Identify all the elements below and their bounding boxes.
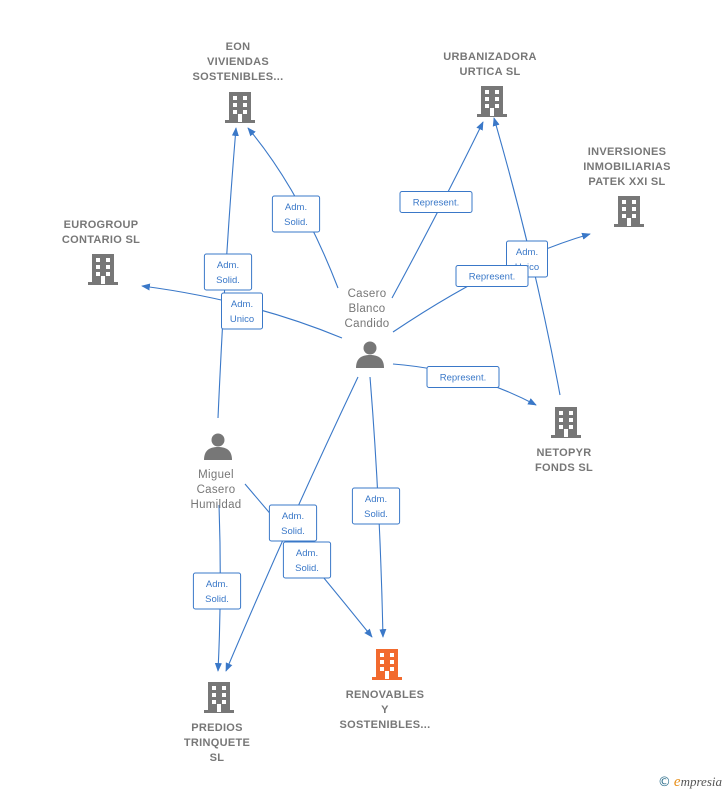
edge-label-box — [268, 504, 318, 542]
edge-label-text: Solid. — [281, 526, 305, 537]
node-label: URTICA SL — [460, 66, 521, 78]
node-netopyr[interactable]: NETOPYR FONDS SL — [535, 407, 593, 474]
node-label: INVERSIONES — [588, 146, 667, 158]
edge-label-text: Adm. — [231, 299, 253, 310]
edge-label-text: Adm. — [217, 260, 239, 271]
building-icon — [551, 407, 581, 438]
node-label: NETOPYR — [536, 447, 591, 459]
node-label: Candido — [345, 318, 390, 330]
node-label: PREDIOS — [191, 722, 243, 734]
edge-label: Adm. Solid. — [192, 572, 242, 610]
node-label: EON — [226, 41, 251, 53]
edge-label-text: Solid. — [216, 275, 240, 286]
edge-label-box — [271, 195, 321, 233]
edge-label-box — [203, 253, 253, 291]
edge-label-box — [221, 292, 263, 330]
edge-label-box — [192, 572, 242, 610]
node-inversiones[interactable]: INVERSIONES INMOBILIARIAS PATEK XXI SL — [583, 146, 671, 227]
node-label: SL — [210, 752, 225, 764]
node-urbanizadora[interactable]: URBANIZADORA URTICA SL — [443, 51, 536, 117]
building-icon — [477, 86, 507, 117]
edge-label-text: Solid. — [205, 594, 229, 605]
node-label: TRINQUETE — [184, 737, 250, 749]
building-icon — [372, 649, 402, 680]
building-icon — [225, 92, 255, 123]
edge-label-box — [399, 191, 473, 213]
node-label: Blanco — [349, 303, 386, 315]
node-renovables[interactable]: RENOVABLES Y SOSTENIBLES... — [340, 649, 431, 731]
node-label: Humildad — [191, 499, 242, 511]
edge-label: Represent. — [455, 265, 529, 287]
edge-label: Adm. Unico — [221, 292, 263, 330]
node-label: Casero — [197, 484, 236, 496]
edge-label-text: Adm. — [206, 579, 228, 590]
node-label: PATEK XXI SL — [588, 176, 665, 188]
edge-label-text: Represent. — [440, 373, 486, 384]
brand-initial: e — [673, 774, 681, 790]
node-label: SOSTENIBLES... — [193, 71, 284, 83]
node-label: SOSTENIBLES... — [340, 719, 431, 731]
building-icon — [204, 682, 234, 713]
edge-label-box — [455, 265, 529, 287]
nodes-layer: EONVIVIENDASSOSTENIBLES...URBANIZADORAUR… — [62, 41, 671, 764]
edge-label-text: Solid. — [364, 509, 388, 520]
node-label: Casero — [348, 288, 387, 300]
edge-label: Represent. — [426, 366, 500, 388]
node-label: Miguel — [198, 469, 234, 481]
node-label: FONDS SL — [535, 462, 593, 474]
edge-label-box — [282, 541, 332, 579]
brand-watermark: ©empresia — [658, 774, 722, 791]
edge-label-text: Represent. — [469, 272, 515, 283]
edge-label-text: Represent. — [413, 198, 459, 209]
edge-label-text: Adm. — [516, 247, 538, 258]
edge-label-text: Solid. — [295, 563, 319, 574]
edge-labels-layer: Adm.Solid.Adm.Solid.Adm.UnicoRepresent.A… — [192, 191, 548, 610]
node-label: RENOVABLES — [346, 689, 425, 701]
edge-label: Adm. Solid. — [271, 195, 321, 233]
copyright-icon: © — [657, 775, 671, 790]
edge-label-text: Adm. — [365, 494, 387, 505]
edge-label-text: Solid. — [284, 217, 308, 228]
person-icon — [204, 433, 232, 460]
edge-label-text: Adm. — [285, 202, 307, 213]
node-label: VIVIENDAS — [207, 56, 269, 68]
edge-label: Adm. Solid. — [351, 487, 401, 525]
edge-label: Adm. Solid. — [203, 253, 253, 291]
edge-label-box — [426, 366, 500, 388]
node-eon[interactable]: EON VIVIENDAS SOSTENIBLES... — [193, 41, 284, 123]
brand-name: mpresia — [680, 774, 722, 789]
node-eurogroup[interactable]: EUROGROUP CONTARIO SL — [62, 219, 140, 285]
node-predios[interactable]: PREDIOS TRINQUETE SL — [184, 682, 250, 764]
node-label: INMOBILIARIAS — [583, 161, 671, 173]
node-label: CONTARIO SL — [62, 234, 140, 246]
node-label: URBANIZADORA — [443, 51, 536, 63]
person-icon — [356, 341, 384, 368]
edge-label-text: Adm. — [296, 548, 318, 559]
edge-label-box — [351, 487, 401, 525]
edge-label: Adm. Solid. — [268, 504, 318, 542]
building-icon — [88, 254, 118, 285]
edge-label: Represent. — [399, 191, 473, 213]
node-label: Y — [381, 704, 389, 716]
edge-label-text: Unico — [230, 314, 254, 325]
edge-label: Adm. Solid. — [282, 541, 332, 579]
building-icon — [614, 196, 644, 227]
node-label: EUROGROUP — [64, 219, 139, 231]
edge-label-text: Adm. — [282, 511, 304, 522]
